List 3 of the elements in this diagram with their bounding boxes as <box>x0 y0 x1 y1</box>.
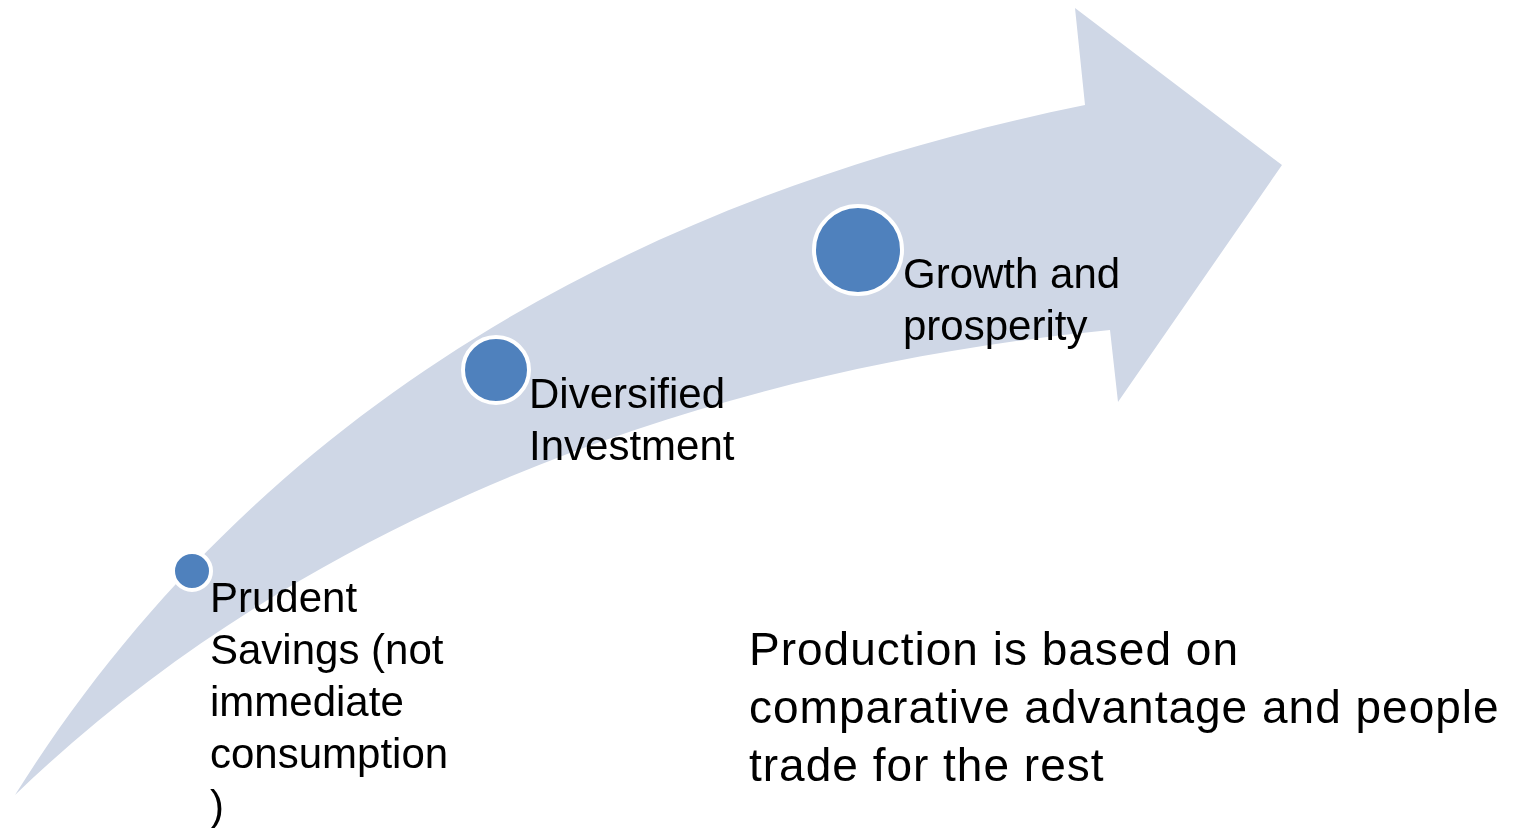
note-text: Production is based on comparative advantage and people trade for the rest <box>749 622 1501 793</box>
step-label: Growth and prosperity <box>903 249 1122 351</box>
step-label: Diversified Investment <box>529 369 736 471</box>
